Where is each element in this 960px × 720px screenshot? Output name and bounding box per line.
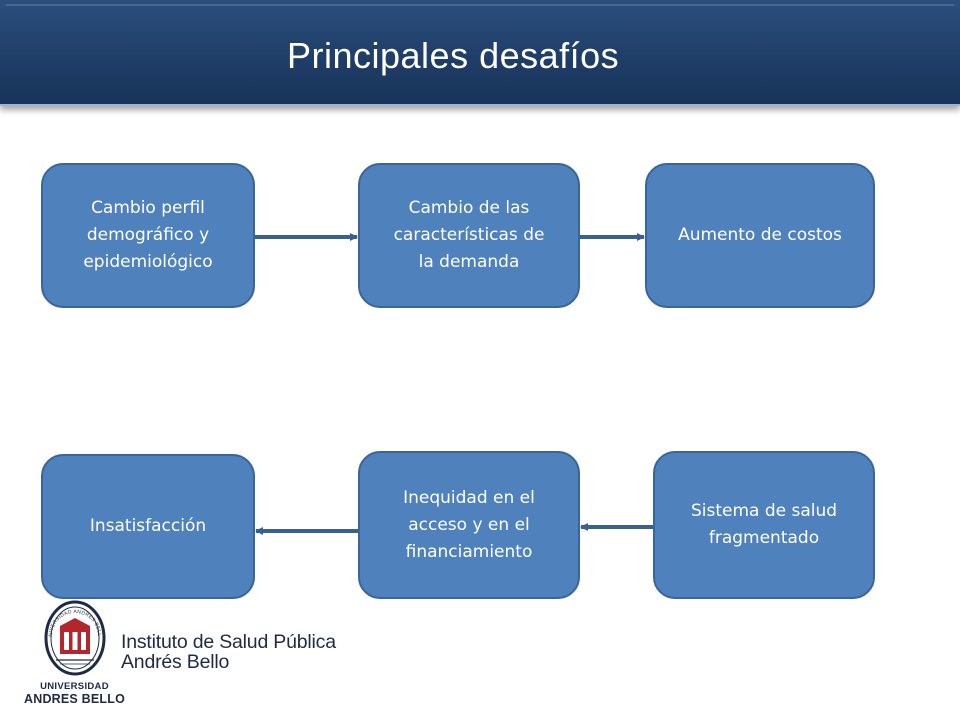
institution-logo: UNIVERSIDAD ANDRES BELLO UNIVERSIDAD AND… — [22, 600, 342, 705]
node-label: Cambio perfil demográfico y epidemiológi… — [83, 198, 213, 272]
node-label: Insatisfacción — [89, 516, 207, 536]
node-label: Aumento de costos — [678, 225, 842, 245]
node-insatisfaccion: Insatisfacción — [41, 454, 255, 599]
node-label: Sistema de salud fragmentado — [690, 501, 838, 548]
slide-title: Principales desafíos — [287, 35, 620, 76]
node-label: Inequidad en el acceso y en el financiam… — [403, 487, 535, 562]
university-name: UNIVERSIDAD ANDRES BELLO — [23, 681, 125, 706]
node-cambio-perfil: Cambio perfil demográfico y epidemiológi… — [41, 163, 255, 308]
institute-name: Instituto de Salud Pública Andrés Bello — [121, 631, 336, 673]
node-cambio-demanda: Cambio de las características de la dema… — [358, 163, 580, 308]
node-inequidad: Inequidad en el acceso y en el financiam… — [358, 451, 580, 599]
title-bar: Principales desafíos — [0, 0, 960, 106]
node-label: Cambio de las características de la dema… — [393, 198, 545, 272]
university-seal-icon: UNIVERSIDAD ANDRES BELLO — [44, 600, 106, 676]
node-sistema-fragmentado: Sistema de salud fragmentado — [653, 451, 875, 599]
node-aumento-costos: Aumento de costos — [645, 163, 875, 308]
